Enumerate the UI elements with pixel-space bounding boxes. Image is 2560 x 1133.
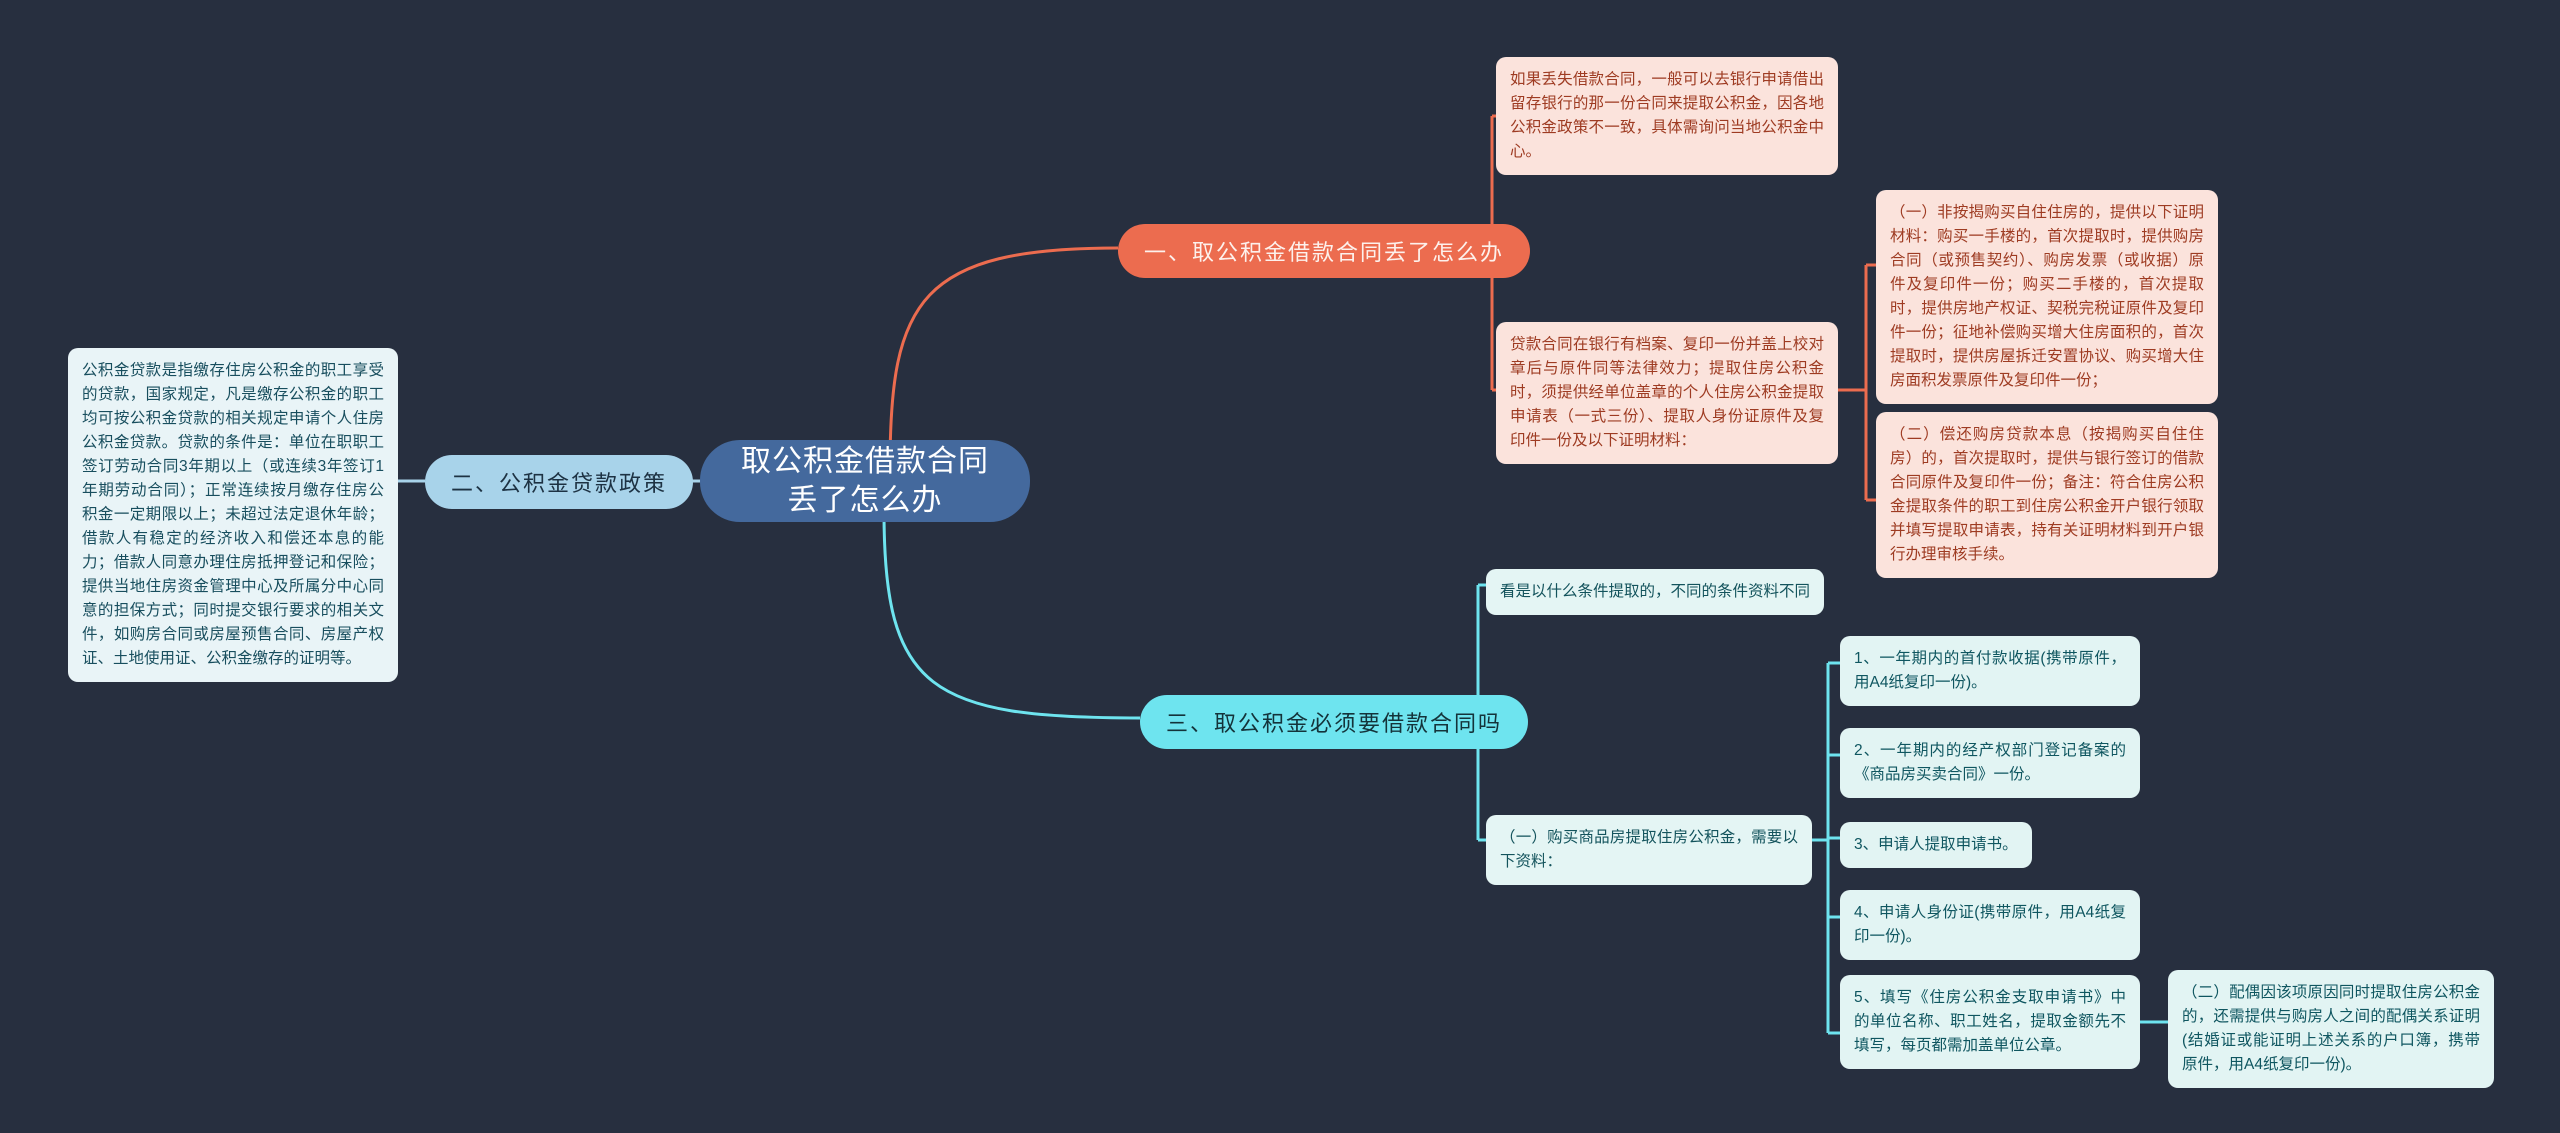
branch3-item-5: 5、填写《住房公积金支取申请书》中的单位名称、职工姓名，提取金额先不填写，每页都…	[1840, 975, 2140, 1070]
branch3-item-1: 1、一年期内的首付款收据(携带原件，用A4纸复印一份)。	[1840, 636, 2140, 707]
branch2-leaf-policy: 公积金贷款是指缴存住房公积金的职工享受的贷款，国家规定，凡是缴存公积金的职工均可…	[68, 348, 398, 683]
branch-node-one[interactable]: 一、取公积金借款合同丢了怎么办	[1118, 224, 1531, 278]
branch-node-three[interactable]: 三、取公积金必须要借款合同吗	[1140, 695, 1529, 749]
branch-node-two[interactable]: 二、公积金贷款政策	[425, 455, 694, 509]
branch3-item-3: 3、申请人提取申请书。	[1840, 822, 2032, 869]
branch3-leaf-commodity-house: （一）购买商品房提取住房公积金，需要以下资料：	[1486, 815, 1812, 886]
branch3-leaf-conditions: 看是以什么条件提取的，不同的条件资料不同	[1486, 569, 1825, 616]
branch3-item-2: 2、一年期内的经产权部门登记备案的《商品房买卖合同》一份。	[1840, 728, 2140, 799]
branch3-tail-spouse: （二）配偶因该项原因同时提取住房公积金的，还需提供与购房人之间的配偶关系证明(结…	[2168, 970, 2494, 1089]
branch1-subleaf-non-mortgage: （一）非按揭购买自住住房的，提供以下证明材料：购买一手楼的，首次提取时，提供购房…	[1876, 190, 2218, 405]
root-node[interactable]: 取公积金借款合同丢了怎么办	[700, 440, 1030, 522]
wire-root-to-branch1	[888, 246, 1119, 469]
branch3-item-4: 4、申请人身份证(携带原件，用A4纸复印一份)。	[1840, 890, 2140, 961]
branch1-leaf-lost-contract: 如果丢失借款合同，一般可以去银行申请借出留存银行的那一份合同来提取公积金，因各地…	[1496, 57, 1838, 176]
branch1-leaf-bank-archive: 贷款合同在银行有档案、复印一份并盖上校对章后与原件同等法律效力；提取住房公积金时…	[1496, 322, 1838, 465]
wire-root-to-branch3	[882, 511, 1141, 720]
branch1-subleaf-repayment: （二）偿还购房贷款本息（按揭购买自住住房）的，首次提取时，提供与银行签订的借款合…	[1876, 412, 2218, 579]
